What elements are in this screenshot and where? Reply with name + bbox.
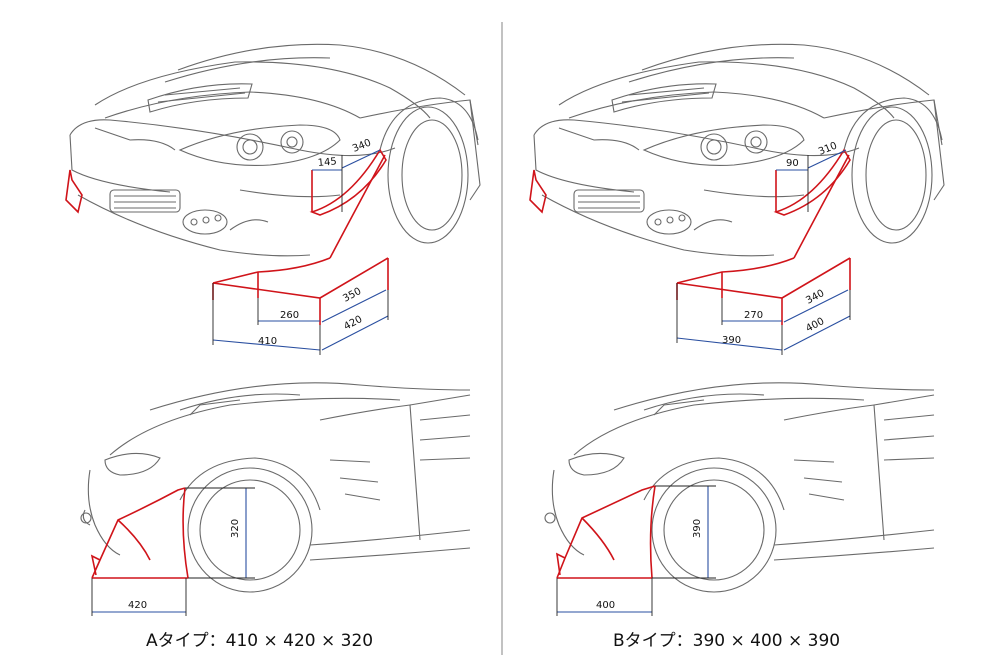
side-wheel [651,467,777,593]
dim-label: 410 [258,336,277,347]
panel-a-dimension-labels-top: 145 340 260 350 420 410 [258,137,373,347]
side-wheel [187,467,313,593]
panel-b-front-view [533,43,945,257]
panel-b-extension-lines-side [556,485,716,616]
panel-b-part-outline-side [555,485,656,579]
hood-outline [558,61,895,119]
dim-label: 320 [230,519,241,538]
panel-a-dimension-labels-side: 320 420 [128,519,241,611]
headlight [642,124,805,166]
dim-label: 270 [744,310,763,321]
panel-b-dimension-labels-side: 390 400 [596,519,703,611]
panel-b-part-outline-top [529,148,851,325]
dim-label: 400 [804,316,826,335]
hood-outline [94,61,431,119]
panel-a-part-outline-top [65,148,389,325]
dim-label: 260 [280,310,299,321]
panel-b-dimension-lines-side [557,486,709,613]
front-wheel [851,106,933,244]
panel-a-dimension-lines-top [212,149,389,351]
panel-a-part-outline-side [90,487,189,579]
dim-label: 145 [317,156,337,169]
dim-label: 390 [722,335,741,346]
panel-a-extension-lines-side [91,487,255,616]
panel-b-extension-lines-top [676,155,851,355]
panel-a-front-view [69,43,481,257]
dim-label: 340 [351,137,373,154]
dim-label: 390 [692,519,703,538]
panel-a-side-view [80,382,471,593]
panel-b-dimension-lines-top [676,149,851,351]
panel-a-dimension-lines-side [92,488,247,613]
panel-a-caption: Aタイプ：410 × 420 × 320 [146,631,374,651]
dim-label: 340 [804,288,826,307]
dim-label: 90 [786,158,799,169]
panel-a-extension-lines-top [212,155,389,355]
headlight [178,124,341,166]
dim-label: 400 [596,600,615,611]
panel-b-caption: Bタイプ：390 × 400 × 390 [613,631,841,651]
dim-label: 420 [128,600,147,611]
panel-b-dimension-labels-top: 90 310 270 340 400 390 [722,140,839,346]
panel-b-side-view [544,382,935,593]
front-wheel [387,106,469,244]
dim-label: 350 [341,286,363,305]
